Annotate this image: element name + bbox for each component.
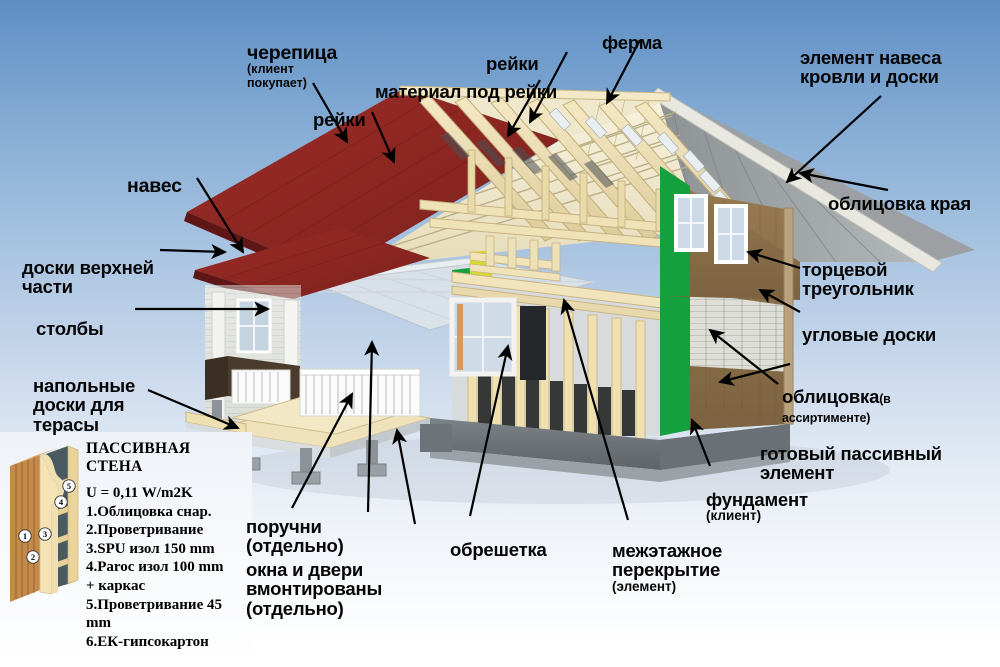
- label-stolby-main: столбы: [36, 317, 104, 339]
- label-poruchni-main: поручни (отдельно): [246, 515, 344, 557]
- label-material-main: материал под рейки: [375, 80, 558, 102]
- label-uglovye-doski: угловые доски: [802, 305, 936, 344]
- label-cherepitsa: черепица (клиент покупает): [247, 22, 337, 111]
- label-fundament: фундамент (клиент): [706, 470, 808, 544]
- label-napolnye-main: напольные доски для терасы: [33, 374, 136, 435]
- label-oblicovka: облицовка(в ассиртименте): [782, 367, 891, 426]
- callout-5: 5: [67, 481, 71, 491]
- label-element-navesa: элемент навеса кровли и доски: [800, 28, 942, 88]
- callout-1: 1: [23, 531, 27, 541]
- label-oblicovka-main: облицовка: [782, 385, 880, 407]
- legend-body: U = 0,11 W/m2K 1.Облицовка снар. 2.Прове…: [86, 485, 224, 650]
- label-naves-main: навес: [127, 174, 182, 197]
- label-stolby: столбы: [36, 299, 104, 339]
- label-mezhetazhnoe-main: межэтажное перекрытие: [612, 539, 723, 581]
- label-element-navesa-main: элемент навеса кровли и доски: [800, 46, 942, 88]
- label-ferma-main: ферма: [602, 31, 663, 53]
- label-cherepitsa-main: черепица: [247, 41, 338, 64]
- label-gotovyy-main: готовый пассивный элемент: [760, 442, 942, 484]
- label-napolnye-doski: напольные доски для терасы: [33, 356, 135, 434]
- label-doski-verhnej-main: доски верхней части: [22, 256, 154, 298]
- label-uglovye-main: угловые доски: [802, 323, 937, 345]
- label-okna-dveri-main: окна и двери вмонтированы (отдельно): [246, 558, 383, 619]
- label-fundament-main: фундамент: [706, 488, 808, 510]
- label-oblicovka-kraya-main: облицовка края: [828, 192, 971, 214]
- label-reyki-left-main: рейки: [313, 108, 366, 130]
- label-reyki-left: рейки: [313, 90, 366, 129]
- label-fundament-sub: (клиент): [706, 508, 762, 524]
- label-naves: навес: [127, 155, 182, 196]
- label-gotovyy-passivnyy-element: готовый пассивный элемент: [760, 424, 942, 483]
- callout-3: 3: [43, 529, 47, 539]
- label-torcevoy-treugolnik: торцевой треугольник: [802, 240, 914, 299]
- label-poruchni: поручни (отдельно): [246, 497, 344, 556]
- label-oblicovka-kraya: облицовка края: [828, 174, 971, 213]
- label-okna-i-dveri: окна и двери вмонтированы (отдельно): [246, 540, 382, 618]
- label-mezhetazhnoe-sub: (элемент): [612, 578, 677, 594]
- label-doski-verhnej-chasti: доски верхней части: [22, 238, 154, 297]
- callout-2: 2: [31, 552, 35, 562]
- legend-title: ПАССИВНАЯ СТЕНА: [86, 440, 191, 475]
- label-reyki-top-main: рейки: [486, 52, 539, 74]
- passive-wall-legend: 1 2 3 4 5 ПАССИВНАЯ СТЕНА U = 0,11 W/m2K…: [0, 432, 252, 667]
- label-torcevoy-main: торцевой треугольник: [802, 258, 914, 300]
- label-oblicovka-sub: (в ассиртименте): [782, 391, 891, 426]
- wall-cross-section-diagram: 1 2 3 4 5: [10, 445, 79, 602]
- label-ferma: ферма: [602, 13, 662, 52]
- label-reyki-top: рейки: [486, 34, 539, 73]
- label-mezhetazhnoe-perekrytie: межэтажное перекрытие (элемент): [612, 521, 722, 614]
- label-obreshetka-main: обрешетка: [450, 538, 547, 560]
- callout-4: 4: [59, 497, 64, 507]
- label-obreshetka: обрешетка: [450, 520, 547, 559]
- label-cherepitsa-sub: (клиент покупает): [247, 62, 307, 91]
